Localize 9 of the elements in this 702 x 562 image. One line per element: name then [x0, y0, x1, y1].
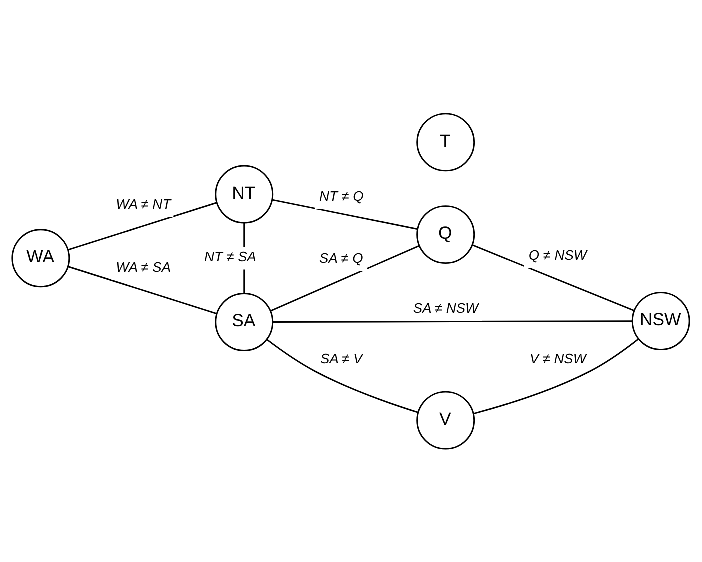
edge-label: WA ≠ SA	[116, 259, 172, 274]
edge-label: SA ≠ V	[320, 350, 363, 366]
edge-label: NT ≠ Q	[320, 188, 364, 204]
edge-label: SA ≠ NSW	[413, 300, 479, 316]
edge-label: SA ≠ Q	[320, 250, 364, 266]
edge-label: NT ≠ SA	[204, 249, 256, 264]
edge-label: V ≠ NSW	[530, 350, 586, 366]
edge-label: WA ≠ NT	[116, 196, 172, 212]
edge-label: Q ≠ NSW	[528, 248, 587, 263]
